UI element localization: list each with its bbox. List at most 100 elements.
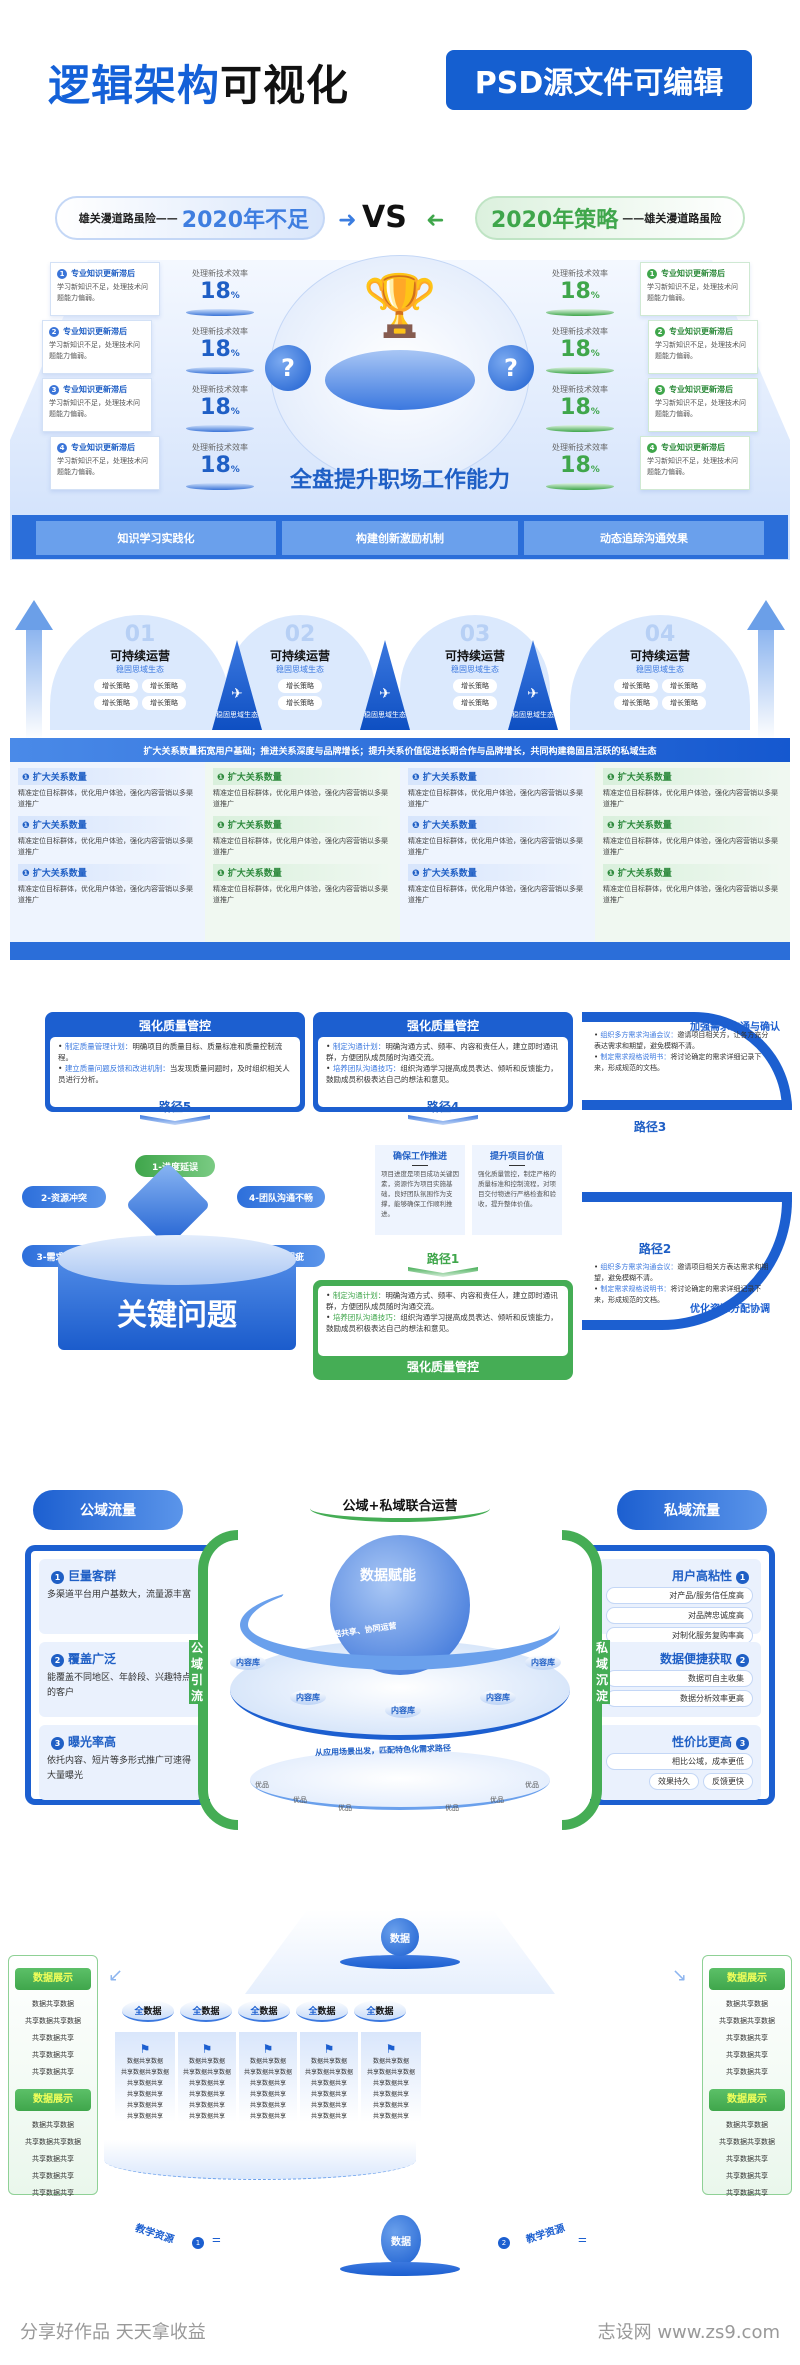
flag-icon: ⚑ xyxy=(385,2042,397,2056)
all-data-node: 全数据 xyxy=(238,2000,290,2022)
requirement-arc: • 组织多方需求沟通会议：邀请项目相关方，让各方充分表达需求和期望，避免模糊不清… xyxy=(582,1012,792,1110)
tag: 增长策略 xyxy=(662,696,706,710)
data-ring xyxy=(240,1580,560,1670)
quality-card-path4: 强化质量管控 • 制定沟通计划：明确沟通方式、频率、内容和责任人，建立即时通讯群… xyxy=(313,1012,573,1112)
tag: 增长策略 xyxy=(142,696,186,710)
product-label: 优品 xyxy=(293,1796,307,1804)
plane-globe-icon: ✈ xyxy=(379,686,391,702)
relation-column: ❶ 扩大关系数量精准定位目标群体，优化用户体验，强化内容营销以多渠道推广 ❶ 扩… xyxy=(10,762,205,942)
public-inflow-label: 公域引流 xyxy=(189,1640,205,1704)
strategy-pill: 2020年策略 ——雄关漫道路虽险 xyxy=(475,196,745,240)
private-traffic-pill: 私域流量 xyxy=(617,1490,767,1530)
product-label: 优品 xyxy=(338,1804,352,1812)
slider-icon: ⚌ xyxy=(212,2234,221,2245)
resource-arc-title: 优化资源分配协调 xyxy=(690,1304,770,1315)
up-arrow-icon xyxy=(747,600,785,740)
chevron-down-icon xyxy=(408,1115,478,1125)
central-caption: 全盘提升职场工作能力 xyxy=(289,468,510,493)
tag: 增长策略 xyxy=(142,679,186,693)
problem-delay[interactable]: 1-进度延误 xyxy=(135,1155,215,1177)
data-column: ⚑数据共享数据共享数据共享数据共享数据共享共享数据共享共享数据共享共享数据共享 xyxy=(239,2032,297,2122)
data-base-bowl xyxy=(104,2140,416,2180)
section2-footer-bar xyxy=(10,942,790,960)
flag-icon: ⚑ xyxy=(201,2042,213,2056)
curve-arrow-left-icon: ↙ xyxy=(108,1965,124,1986)
data-column: ⚑数据共享数据共享数据共享数据共享数据共享共享数据共享共享数据共享共享数据共享 xyxy=(115,2032,175,2122)
data-column: ⚑数据共享数据共享数据共享数据共享数据共享共享数据共享共享数据共享共享数据共享 xyxy=(178,2032,236,2122)
up-arrow-icon xyxy=(15,600,53,740)
knowledge-practice-button[interactable]: 知识学习实践化 xyxy=(36,521,276,555)
content-library: 内容库 xyxy=(385,1703,421,1718)
flag-icon: ⚑ xyxy=(323,2042,335,2056)
tag: 增长策略 xyxy=(662,679,706,693)
bottom-pedestal xyxy=(340,2262,460,2276)
path-2-label: 路径2 xyxy=(638,1242,672,1256)
product-label: 优品 xyxy=(525,1781,539,1789)
footer-slogan: 分享好作品 天天拿收益 xyxy=(20,2322,206,2343)
data-column: ⚑数据共享数据共享数据共享数据共享数据共享共享数据共享共享数据共享共享数据共享 xyxy=(300,2032,358,2122)
title-black: 可视化 xyxy=(220,61,350,110)
cylinder-top xyxy=(58,1235,296,1285)
content-library: 内容库 xyxy=(230,1655,266,1670)
tag: 增长策略 xyxy=(614,696,658,710)
arrow-right-icon: ➜ xyxy=(338,208,357,233)
data-display-panel-left: 数据展示 数据共享数据共享数据共享数据共享数据共享共享数据共享共享数据共享 数据… xyxy=(8,1955,98,2197)
path-5-label: 路径5 xyxy=(158,1100,192,1114)
tag: 增长策略 xyxy=(94,696,138,710)
tag: 增长策略 xyxy=(278,679,322,693)
data-display-panel-right: 数据展示 数据共享数据共享数据共享数据共享数据共享共享数据共享共享数据共享 数据… xyxy=(702,1955,792,2197)
chevron-down-icon xyxy=(140,1115,210,1125)
relation-column: ❶ 扩大关系数量精准定位目标群体，优化用户体验，强化内容营销以多渠道推广 ❶ 扩… xyxy=(205,762,400,942)
footer-site[interactable]: 志设网 www.zs9.com xyxy=(597,2322,780,2343)
tag: 增长策略 xyxy=(278,696,322,710)
plane-globe-icon: ✈ xyxy=(231,686,243,702)
path-3-label: 路径3 xyxy=(633,1120,667,1134)
step-2-badge: 2 xyxy=(498,2237,510,2249)
key-issue-label: 关键问题 xyxy=(117,1298,237,1333)
slider-icon: ⚌ xyxy=(578,2234,587,2245)
problem-team-communication[interactable]: 4-团队沟通不畅 xyxy=(237,1186,325,1208)
title-blue: 逻辑架构 xyxy=(48,61,221,110)
path-4-label: 路径4 xyxy=(426,1100,460,1114)
shortfall-pill: 雄关漫道路虽险—— 2020年不足 xyxy=(55,196,325,240)
tag: 增长策略 xyxy=(453,696,497,710)
relation-column: ❶ 扩大关系数量精准定位目标群体，优化用户体验，强化内容营销以多渠道推广 ❶ 扩… xyxy=(400,762,595,942)
all-data-node: 全数据 xyxy=(180,2000,232,2022)
product-label: 优品 xyxy=(255,1781,269,1789)
content-library: 内容库 xyxy=(525,1655,561,1670)
innovation-incentive-button[interactable]: 构建创新激励机制 xyxy=(282,521,518,555)
data-orb-bottom: 数据 xyxy=(381,2215,421,2265)
data-orb-top: 数据 xyxy=(381,1918,419,1956)
chevron-down-icon xyxy=(408,1267,478,1277)
tag: 增长策略 xyxy=(453,679,497,693)
tag: 增长策略 xyxy=(94,679,138,693)
plane-globe-icon: ✈ xyxy=(527,686,539,702)
trophy-icon: 🏆 xyxy=(362,271,438,341)
path-1-label: 路径1 xyxy=(426,1252,460,1266)
curve-arrow-right-icon: ↘ xyxy=(672,1965,688,1986)
product-label: 优品 xyxy=(490,1796,504,1804)
problem-resource-conflict[interactable]: 2-资源冲突 xyxy=(22,1186,106,1208)
tag: 增长策略 xyxy=(614,679,658,693)
communication-tracking-button[interactable]: 动态追踪沟通效果 xyxy=(524,521,764,555)
flag-icon: ⚑ xyxy=(139,2042,151,2056)
content-library: 内容库 xyxy=(480,1690,516,1705)
page-title: 逻辑架构可视化 xyxy=(48,52,349,113)
psd-badge: PSD源文件可编辑 xyxy=(446,50,752,110)
all-data-node: 全数据 xyxy=(296,2000,348,2022)
